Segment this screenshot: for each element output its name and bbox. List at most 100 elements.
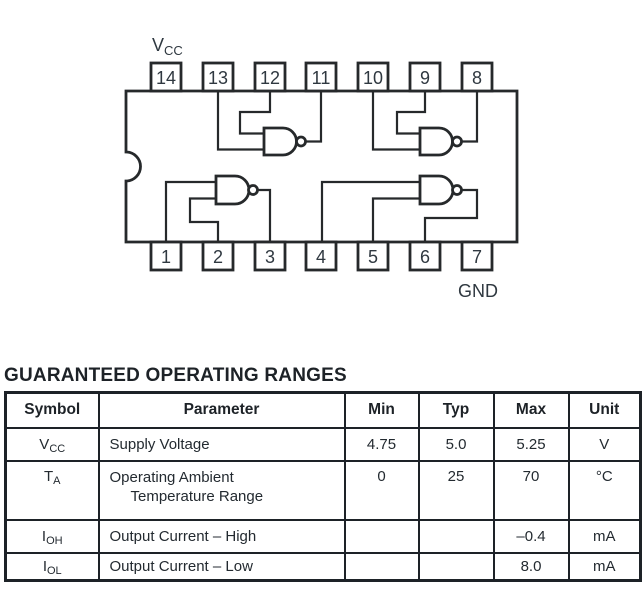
cell-unit: V	[567, 426, 642, 462]
pin-number: 14	[156, 68, 176, 88]
parameter-text: Output Current – Low	[109, 557, 253, 575]
cell-parameter: Supply Voltage	[97, 426, 346, 462]
header-max: Max	[492, 391, 570, 429]
nand-gate-2-bubble	[451, 135, 463, 148]
nand-gates	[214, 126, 463, 206]
header-symbol: Symbol	[4, 391, 100, 429]
pin-number: 13	[208, 68, 228, 88]
symbol-sub: A	[53, 474, 61, 487]
pin-box-6	[408, 240, 442, 272]
cell-unit: mA	[567, 518, 642, 554]
wire-pin4	[320, 180, 422, 244]
pin-number: 12	[260, 68, 280, 88]
wire-pin9	[395, 89, 427, 135]
parameter-text: Output Current – High	[109, 527, 257, 545]
wire-pin10	[371, 89, 422, 151]
table-row-iol: IOL Output Current – Low 8.0 mA	[4, 551, 642, 582]
cell-min: 0	[343, 459, 420, 521]
wire-out-pin8	[460, 89, 479, 143]
cell-max: 8.0	[492, 551, 570, 582]
header-unit: Unit	[567, 391, 642, 429]
vcc-label-sub: CC	[164, 43, 183, 58]
pin-box-1	[149, 240, 183, 272]
wire-out-pin11	[304, 89, 323, 143]
wire-pin5	[371, 197, 422, 244]
symbol-sub: CC	[49, 442, 66, 455]
wire-pin1	[164, 180, 218, 244]
cell-symbol: VCC	[4, 426, 100, 462]
nand-gate-3	[214, 174, 251, 206]
cell-unit: °C	[567, 459, 642, 521]
wire-pin13	[216, 89, 266, 151]
cell-max: 5.25	[492, 426, 570, 462]
pin-box-12	[253, 61, 287, 93]
pin-box-9	[408, 61, 442, 93]
pin-number: 7	[472, 247, 482, 267]
pin-box-10	[356, 61, 390, 93]
gate-wires	[164, 89, 479, 244]
cell-min: 4.75	[343, 426, 420, 462]
pin-number: 8	[472, 68, 482, 88]
pin-number: 9	[420, 68, 430, 88]
cell-symbol: IOH	[4, 518, 100, 554]
header-parameter: Parameter	[97, 391, 346, 429]
symbol-main: V	[39, 435, 50, 453]
pin-box-14	[149, 61, 183, 93]
cell-parameter: Output Current – High	[97, 518, 346, 554]
pin-box-7	[460, 240, 494, 272]
nand-gate-1-bubble	[295, 135, 307, 148]
cell-parameter: Output Current – Low	[97, 551, 346, 582]
vcc-label: V	[152, 35, 164, 55]
pin-boxes	[149, 61, 494, 272]
cell-unit: mA	[567, 551, 642, 582]
cell-typ	[417, 518, 495, 554]
parameter-text: Supply Voltage	[109, 435, 210, 453]
wire-pin12	[238, 89, 272, 135]
pin-number: 3	[265, 247, 275, 267]
pin-box-2	[201, 240, 235, 272]
wire-pin2	[188, 197, 220, 244]
symbol-main: T	[43, 467, 54, 485]
table-row-ioh: IOH Output Current – High –0.4 mA	[4, 518, 642, 554]
pin-numbers: 14 13 12 11 10 9 8 1 2 3 4 5 6 7	[156, 68, 482, 267]
pin-box-8	[460, 61, 494, 93]
symbol-sub: OL	[46, 564, 62, 577]
pin-number: 6	[420, 247, 430, 267]
nand-gate-4-bubble	[451, 184, 463, 196]
pin-number: 2	[213, 247, 223, 267]
pin-number: 1	[161, 247, 171, 267]
nand-gate-4	[418, 174, 455, 206]
parameter-text-line2: Temperature Range	[130, 487, 264, 505]
pin-box-13	[201, 61, 235, 93]
nand-gate-2	[418, 126, 454, 157]
cell-max: –0.4	[492, 518, 570, 554]
cell-typ	[417, 551, 495, 582]
cell-max: 70	[492, 459, 570, 521]
cell-min	[343, 518, 420, 554]
pin-box-4	[304, 240, 338, 272]
cell-typ: 25	[417, 459, 495, 521]
nand-gate-1	[262, 126, 298, 157]
cell-min	[343, 551, 420, 582]
operating-ranges-table: Symbol Parameter Min Typ Max Unit VCC Su…	[4, 391, 642, 582]
parameter-text: Operating Ambient	[109, 468, 234, 486]
cell-symbol: IOL	[4, 551, 100, 582]
wire-out-pin6	[423, 188, 479, 244]
header-min: Min	[343, 391, 420, 429]
symbol-main: I	[42, 557, 47, 575]
pin-box-11	[304, 61, 338, 93]
pin-box-5	[356, 240, 390, 272]
ic-body-outline	[124, 89, 519, 244]
nand-gate-3-bubble	[247, 184, 259, 196]
cell-symbol: TA	[4, 459, 100, 521]
table-row-vcc: VCC Supply Voltage 4.75 5.0 5.25 V	[4, 426, 642, 462]
pin-number: 11	[312, 68, 331, 88]
symbol-main: I	[41, 527, 47, 545]
pin-number: 10	[363, 68, 383, 88]
section-title: GUARANTEED OPERATING RANGES	[4, 365, 347, 386]
pin-box-3	[253, 240, 287, 272]
pin-number: 5	[368, 247, 378, 267]
